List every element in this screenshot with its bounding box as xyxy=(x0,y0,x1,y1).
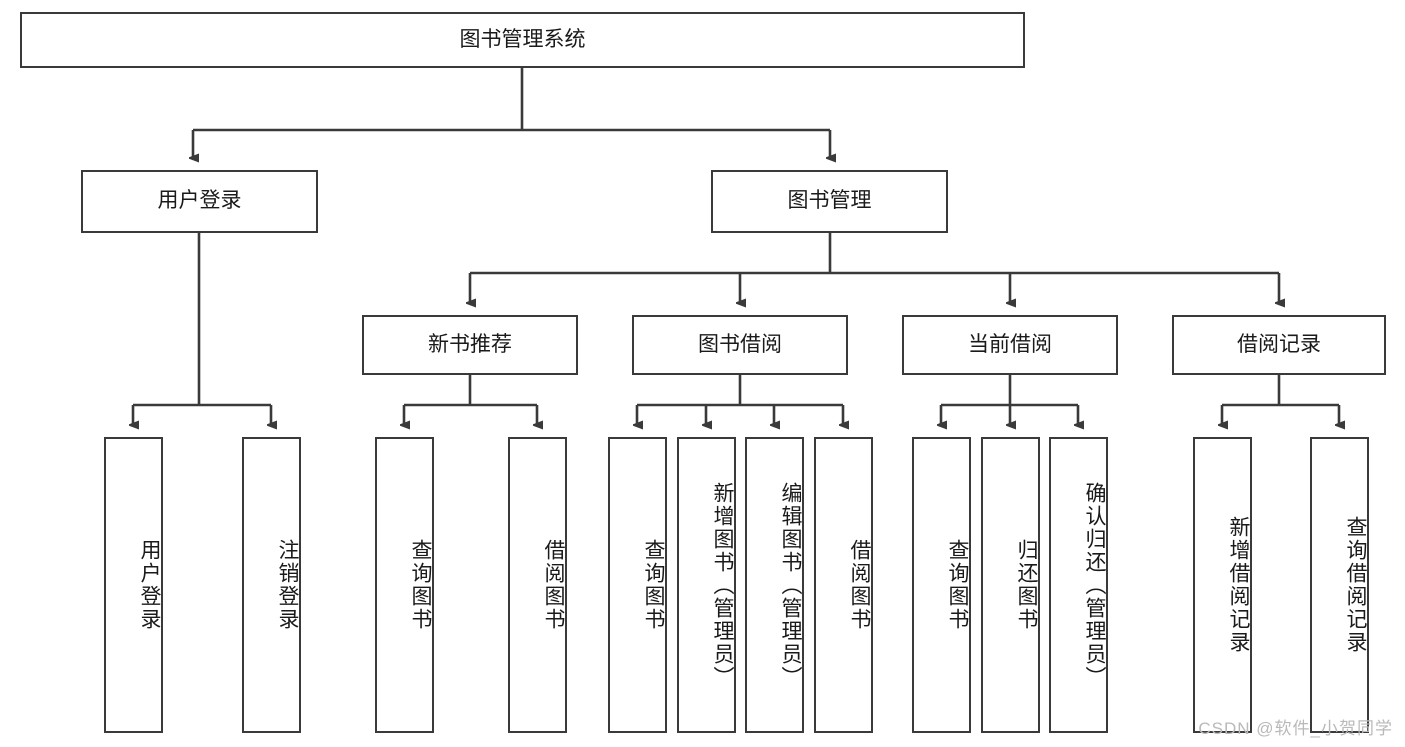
leaf-query-book-1[interactable]: 查询图书 xyxy=(375,437,434,733)
watermark-text: CSDN @软件_小贺同学 xyxy=(1198,719,1393,738)
leaf-add-book-label: 新增图书（管理员） xyxy=(711,481,734,689)
leaf-add-record-label: 新增借阅记录 xyxy=(1227,516,1250,654)
node-book-borrow-label: 图书借阅 xyxy=(698,332,782,356)
leaf-add-book[interactable]: 新增图书（管理员） xyxy=(677,437,736,733)
node-user-login[interactable]: 用户登录 xyxy=(81,170,318,233)
node-book-borrow[interactable]: 图书借阅 xyxy=(632,315,848,375)
node-book-manage-label: 图书管理 xyxy=(787,189,872,213)
leaf-borrow-book-1[interactable]: 借阅图书 xyxy=(508,437,567,733)
leaf-query-record-label: 查询借阅记录 xyxy=(1344,516,1367,654)
leaf-return-book[interactable]: 归还图书 xyxy=(981,437,1040,733)
leaf-logout-label: 注销登录 xyxy=(276,539,299,631)
leaf-user-login[interactable]: 用户登录 xyxy=(104,437,163,733)
leaf-query-book-2-label: 查询图书 xyxy=(642,539,665,631)
node-new-book-recommend[interactable]: 新书推荐 xyxy=(362,315,578,375)
leaf-edit-book[interactable]: 编辑图书（管理员） xyxy=(745,437,804,733)
node-current-borrow[interactable]: 当前借阅 xyxy=(902,315,1118,375)
node-book-manage[interactable]: 图书管理 xyxy=(711,170,948,233)
leaf-borrow-book-2-label: 借阅图书 xyxy=(848,539,871,631)
node-new-book-recommend-label: 新书推荐 xyxy=(428,332,512,356)
leaf-query-record[interactable]: 查询借阅记录 xyxy=(1310,437,1369,733)
leaf-return-book-label: 归还图书 xyxy=(1015,539,1038,631)
node-current-borrow-label: 当前借阅 xyxy=(968,332,1052,356)
leaf-confirm-return[interactable]: 确认归还（管理员） xyxy=(1049,437,1108,733)
node-user-login-label: 用户登录 xyxy=(157,189,242,213)
leaf-query-book-3-label: 查询图书 xyxy=(946,539,969,631)
leaf-query-book-1-label: 查询图书 xyxy=(409,539,432,631)
node-borrow-record[interactable]: 借阅记录 xyxy=(1172,315,1386,375)
leaf-user-login-label: 用户登录 xyxy=(138,539,161,631)
leaf-query-book-2[interactable]: 查询图书 xyxy=(608,437,667,733)
leaf-query-book-3[interactable]: 查询图书 xyxy=(912,437,971,733)
node-root[interactable]: 图书管理系统 xyxy=(20,12,1025,68)
leaf-edit-book-label: 编辑图书（管理员） xyxy=(779,481,802,689)
leaf-borrow-book-2[interactable]: 借阅图书 xyxy=(814,437,873,733)
leaf-confirm-return-label: 确认归还（管理员） xyxy=(1083,481,1106,689)
leaf-borrow-book-1-label: 借阅图书 xyxy=(542,539,565,631)
node-borrow-record-label: 借阅记录 xyxy=(1237,332,1321,356)
leaf-logout[interactable]: 注销登录 xyxy=(242,437,301,733)
node-root-label: 图书管理系统 xyxy=(459,27,586,51)
leaf-add-record[interactable]: 新增借阅记录 xyxy=(1193,437,1252,733)
